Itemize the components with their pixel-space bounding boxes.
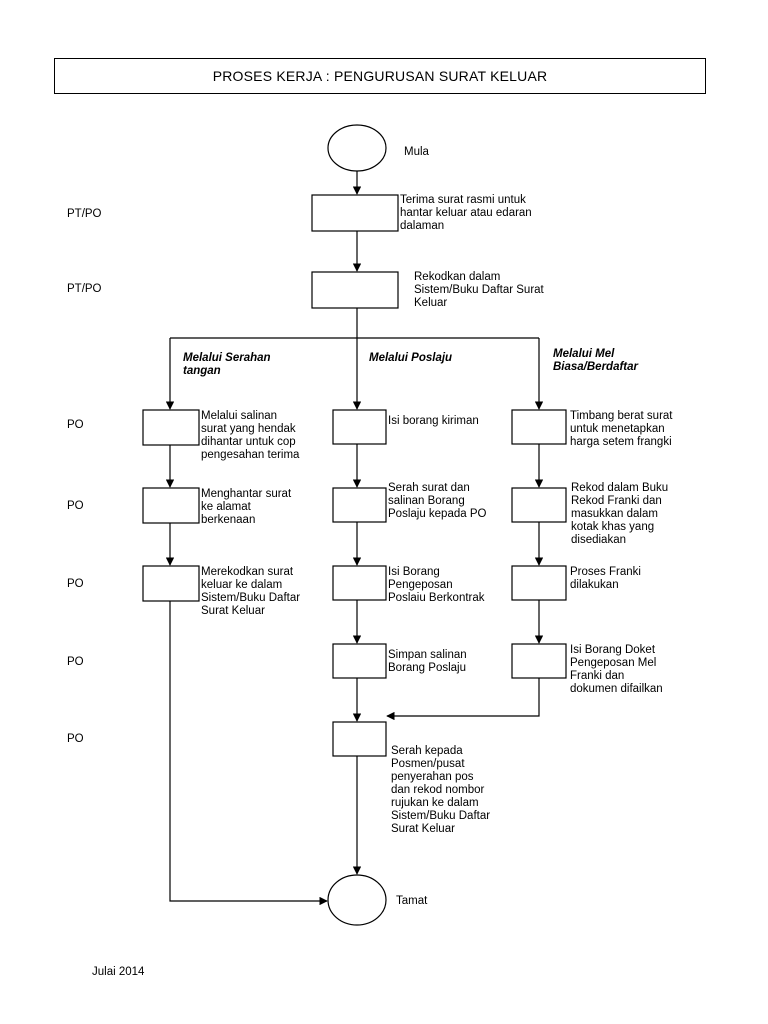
role-label: PO (67, 500, 84, 512)
mid-step-3-box (332, 565, 387, 601)
final-step-label: Serah kepada Posmen/pusat penyerahan pos… (391, 745, 491, 835)
end-label: Tamat (396, 895, 428, 907)
left-step-2-label: Menghantar surat ke alamat berkenaan (201, 488, 292, 526)
mid-step-3-label: Isi Borang Pengeposan Poslaiu Berkontrak (388, 566, 485, 604)
right-step-1-box (511, 409, 567, 445)
mid-step-4-box (332, 643, 387, 679)
mid-step-4-label: Simpan salinan Borang Poslaju (388, 649, 467, 674)
connector (169, 601, 328, 906)
end-terminal (327, 874, 387, 926)
mid-step-2-box (332, 487, 387, 523)
role-label: PO (67, 419, 84, 431)
step-record-box (311, 271, 399, 309)
page-title: PROSES KERJA : PENGURUSAN SURAT KELUAR (54, 58, 706, 94)
branch-label-hand: Melalui Serahan tangan (183, 352, 271, 377)
right-step-4-label: Isi Borang Doket Pengeposan Mel Franki d… (570, 644, 663, 695)
left-step-1-box (142, 409, 200, 446)
right-step-4-box (511, 643, 567, 679)
footer-date: Julai 2014 (92, 966, 145, 978)
start-terminal (327, 124, 387, 172)
role-label: PT/PO (67, 283, 102, 295)
mid-step-2-label: Serah surat dan salinan Borang Poslaju k… (388, 482, 487, 520)
step-receive-box (311, 194, 399, 232)
role-label: PO (67, 733, 84, 745)
role-label: PT/PO (67, 208, 102, 220)
connector (386, 678, 540, 721)
branch-label-mail: Melalui Mel Biasa/Berdaftar (553, 348, 639, 373)
right-step-3-label: Proses Franki dilakukan (570, 566, 641, 591)
final-step-box (332, 721, 387, 757)
step-receive-label: Terima surat rasmi untuk hantar keluar a… (400, 194, 532, 232)
branch-label-poslaju: Melalui Poslaju (369, 352, 453, 364)
mid-step-1-box (332, 409, 387, 445)
right-step-1-label: Timbang berat surat untuk menetapkan har… (570, 410, 673, 448)
role-label: PO (67, 656, 84, 668)
right-step-3-box (511, 565, 567, 601)
right-step-2-box (511, 487, 567, 523)
left-step-2-box (142, 487, 200, 524)
step-record-label: Rekodkan dalam Sistem/Buku Daftar Surat … (414, 271, 544, 309)
right-step-2-label: Rekod dalam Buku Rekod Franki dan masukk… (571, 482, 669, 546)
start-label: Mula (404, 146, 429, 158)
mid-step-1-label: Isi borang kiriman (388, 415, 479, 427)
left-step-3-box (142, 565, 200, 602)
left-step-3-label: Merekodkan surat keluar ke dalam Sistem/… (201, 566, 301, 617)
left-step-1-label: Melalui salinan surat yang hendak dihant… (201, 410, 300, 461)
role-label: PO (67, 578, 84, 590)
